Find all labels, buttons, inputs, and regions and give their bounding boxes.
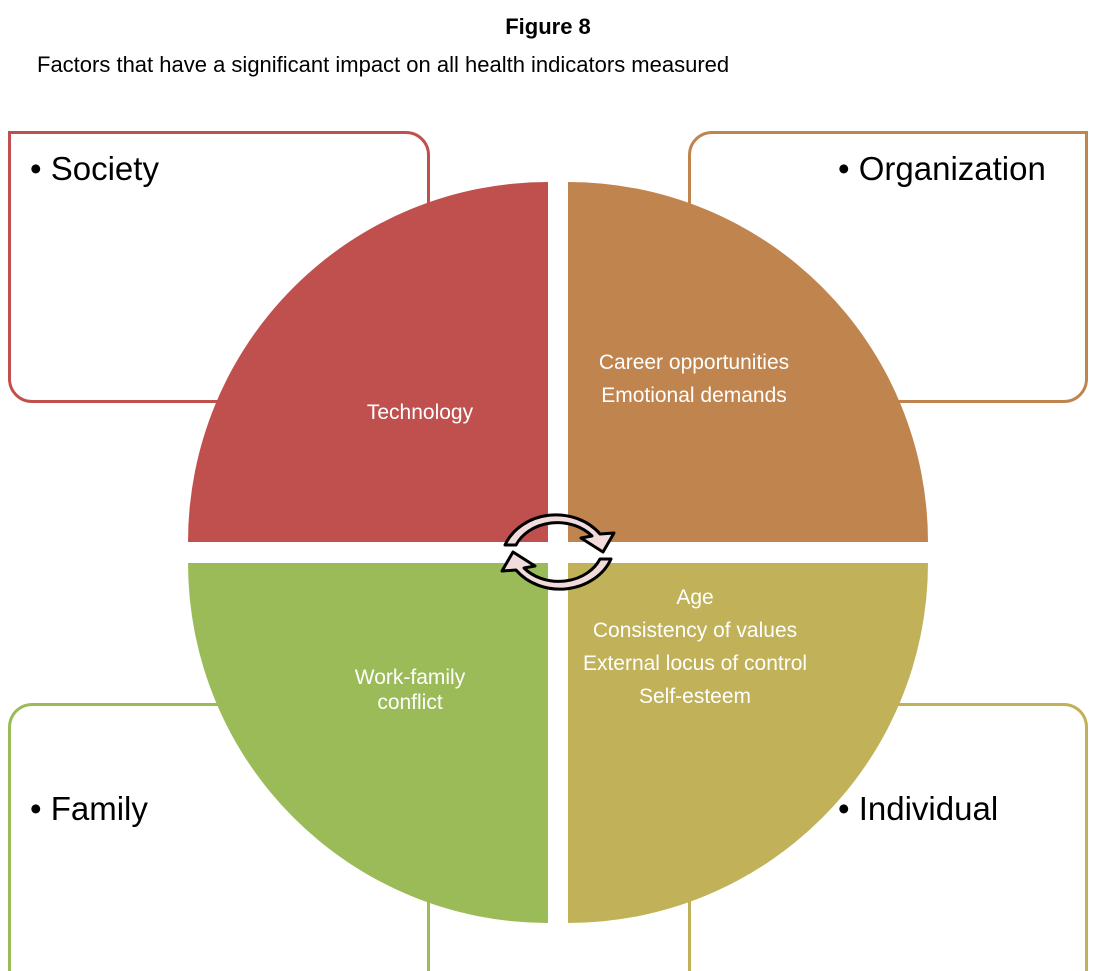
family-label: • Family [30,790,148,827]
factor-technology: Technology [366,401,474,424]
organization-label: • Organization [838,150,1046,187]
society-label: • Society [30,150,159,187]
family-quadrant [188,563,548,923]
factor-self-esteem: Self-esteem [638,685,752,708]
organization-factors: Career opportunities Emotional demands [594,350,794,416]
society-factors: Technology [300,400,540,433]
family-factors: Work-family conflict [320,665,500,723]
factor-work-family-conflict: Work-family conflict [354,666,466,714]
individual-factors: Age Consistency of values External locus… [570,585,820,717]
figure-title: Figure 8 [505,14,591,39]
figure-subtitle: Factors that have a significant impact o… [37,52,730,77]
cycle-arrows-icon [500,513,616,591]
factor-consistency-of-values: Consistency of values [592,619,798,642]
factor-emotional-demands: Emotional demands [601,384,787,407]
factor-external-locus-of-control: External locus of control [582,652,808,675]
factor-age: Age [676,586,714,609]
organization-quadrant [568,182,928,542]
factor-career-opportunities: Career opportunities [598,351,790,374]
society-quadrant [188,182,548,542]
individual-quadrant [568,563,928,923]
individual-label: • Individual [838,790,999,827]
